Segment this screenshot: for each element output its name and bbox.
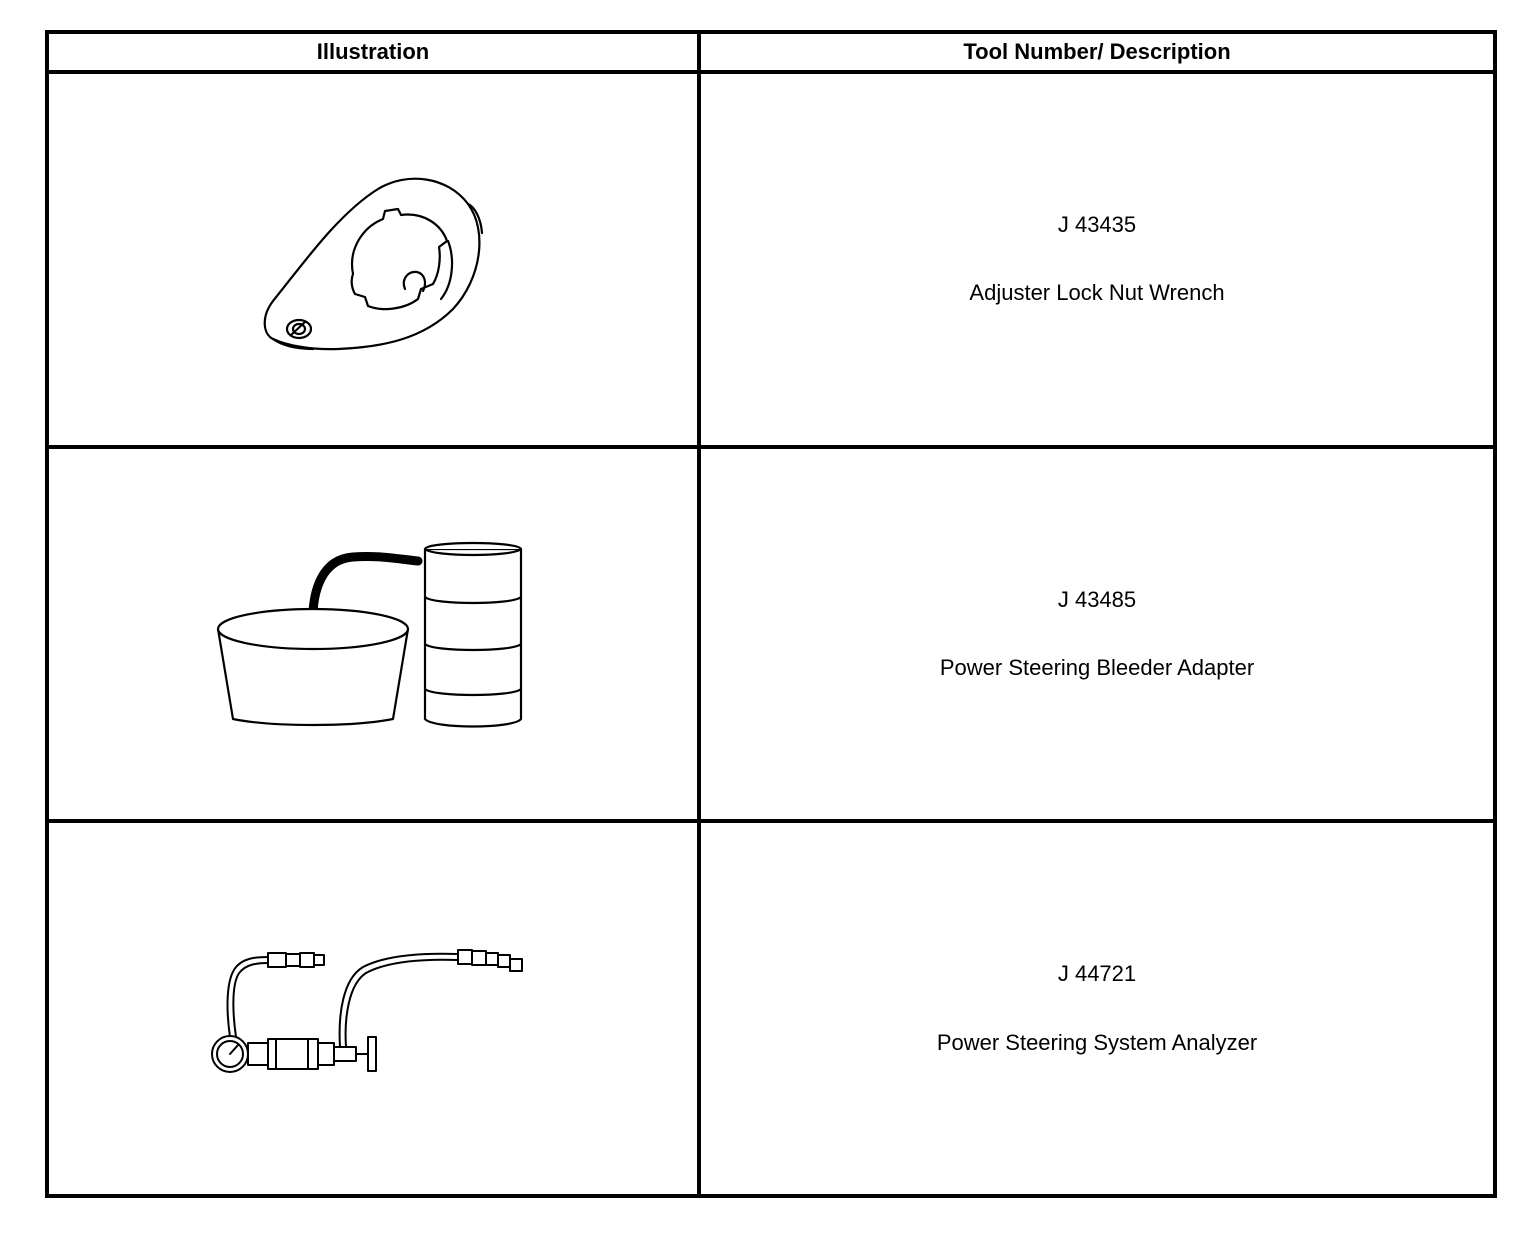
- bleeder-adapter-icon: [216, 541, 523, 728]
- special-tools-table: Illustration Tool Number/ Description: [45, 30, 1497, 1198]
- table-header-row: Illustration Tool Number/ Description: [45, 30, 1497, 74]
- table-row: J 44721 Power Steering System Analyzer: [45, 819, 1497, 1198]
- illustration-cell: [45, 70, 701, 449]
- illustration-cell: [45, 444, 701, 824]
- system-analyzer-icon: [211, 948, 523, 1073]
- tool-description: Power Steering Bleeder Adapter: [939, 654, 1255, 680]
- illustration-header: Illustration: [45, 30, 701, 74]
- description-cell: J 44721 Power Steering System Analyzer: [697, 819, 1497, 1198]
- description-cell: J 43485 Power Steering Bleeder Adapter: [697, 444, 1497, 824]
- tool-number: J 43485: [1057, 586, 1137, 612]
- illustration-cell: [45, 819, 701, 1198]
- lock-nut-wrench-icon: [263, 177, 484, 351]
- description-cell: J 43435 Adjuster Lock Nut Wrench: [697, 70, 1497, 449]
- table-row: J 43485 Power Steering Bleeder Adapter: [45, 444, 1497, 824]
- tool-number: J 43435: [1057, 211, 1137, 237]
- table-row: J 43435 Adjuster Lock Nut Wrench: [45, 70, 1497, 449]
- description-header: Tool Number/ Description: [697, 30, 1497, 74]
- tool-description: Power Steering System Analyzer: [936, 1029, 1258, 1055]
- tool-number: J 44721: [1057, 961, 1137, 987]
- tool-description: Adjuster Lock Nut Wrench: [969, 280, 1225, 306]
